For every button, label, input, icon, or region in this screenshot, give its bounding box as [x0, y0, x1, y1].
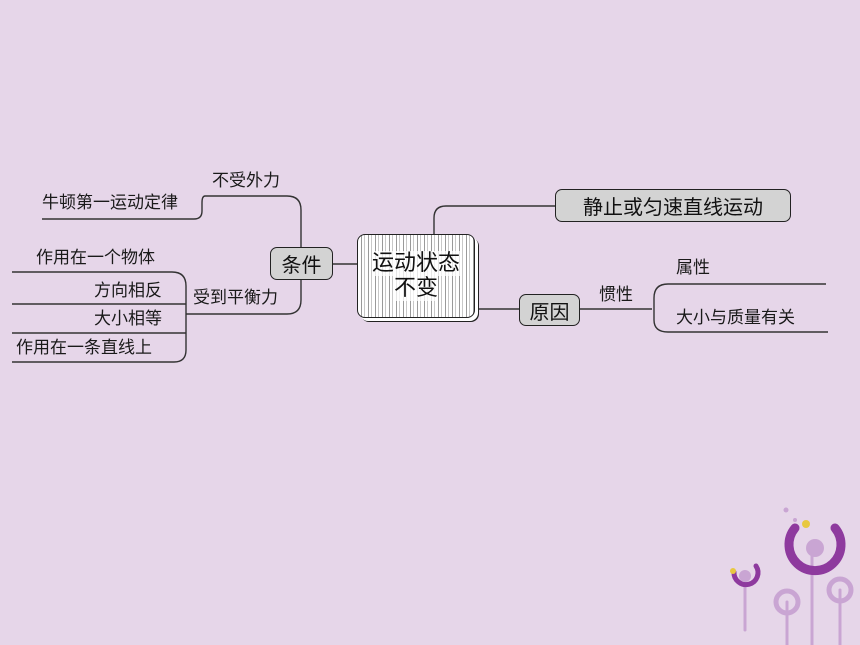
- ring-small-2: [826, 576, 854, 604]
- magnitude-label: 大小与质量有关: [676, 308, 795, 328]
- big-ring-dot: [806, 539, 824, 557]
- ring-small-3: [731, 563, 761, 588]
- top-right-node: 静止或匀速直线运动: [555, 189, 791, 222]
- condition-item-2: 方向相反: [94, 281, 162, 301]
- connector-inertia-bracket: [653, 283, 828, 333]
- center-line1: 运动状态: [371, 250, 460, 276]
- condition-item-1: 作用在一个物体: [36, 248, 155, 268]
- center-line2: 不变: [393, 276, 438, 302]
- condition-node: 条件: [270, 247, 333, 280]
- condition-item-3: 大小相等: [94, 309, 162, 329]
- property-label: 属性: [676, 258, 710, 278]
- newton-first-law-label: 牛顿第一运动定律: [42, 193, 178, 213]
- connector-items-bracket: [12, 271, 187, 363]
- inertia-label: 惯性: [599, 285, 633, 305]
- center-node: 运动状态 不变: [357, 234, 475, 318]
- top-right-label: 静止或匀速直线运动: [583, 195, 763, 219]
- condition-label: 条件: [281, 253, 322, 277]
- condition-item-4: 作用在一条直线上: [16, 338, 152, 358]
- ring-small-1: [773, 588, 801, 616]
- big-ring: [784, 523, 846, 576]
- no-external-force-label: 不受外力: [212, 171, 280, 191]
- cause-node: 原因: [519, 294, 580, 326]
- cause-label: 原因: [529, 299, 570, 324]
- balanced-forces-label: 受到平衡力: [193, 288, 278, 308]
- connector-no-external-force: [42, 195, 302, 248]
- connector-balanced-forces: [186, 280, 302, 315]
- tiny-dot-1: [783, 507, 789, 513]
- connector-top-right: [433, 205, 556, 234]
- yellow-dot-1: [802, 520, 810, 528]
- tiny-dot-2: [793, 518, 797, 522]
- ring-small-3-dot: [739, 570, 751, 582]
- yellow-dot-2: [730, 568, 736, 574]
